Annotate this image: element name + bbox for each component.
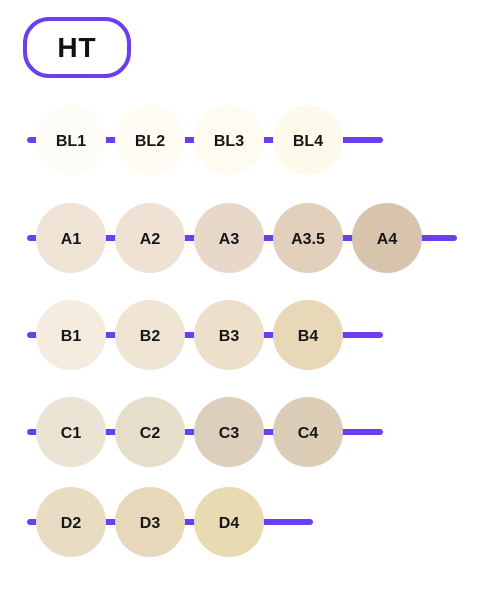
shade-label: A3: [219, 231, 240, 248]
shade-label: C1: [61, 425, 82, 442]
shade-swatch-a4: [352, 203, 422, 273]
shade-swatch-c2: [115, 397, 185, 467]
shade-swatch-a2: [115, 203, 185, 273]
shade-swatch-bl3: [194, 105, 264, 175]
shade-label: B2: [140, 328, 161, 345]
shade-swatch-c1: [36, 397, 106, 467]
shade-label: BL1: [56, 133, 86, 150]
shade-label: D4: [219, 515, 240, 532]
shade-row-bl: BL1 BL2 BL3 BL4: [27, 105, 383, 175]
shade-swatch-a3-5: [273, 203, 343, 273]
shade-swatch-b1: [36, 300, 106, 370]
shade-label: D3: [140, 515, 161, 532]
shade-swatch-b4: [273, 300, 343, 370]
shade-row-c: C1 C2 C3 C4: [27, 397, 383, 467]
shade-row-d: D2 D3 D4: [27, 487, 313, 557]
shade-swatch-c3: [194, 397, 264, 467]
shade-swatch-bl2: [115, 105, 185, 175]
shade-label: BL2: [135, 133, 165, 150]
shade-swatch-b3: [194, 300, 264, 370]
shade-swatch-a1: [36, 203, 106, 273]
shade-label: C4: [298, 425, 319, 442]
shade-swatch-d3: [115, 487, 185, 557]
shade-label: A4: [377, 231, 398, 248]
shade-label: C3: [219, 425, 240, 442]
shade-swatch-bl1: [36, 105, 106, 175]
shade-label: B1: [61, 328, 82, 345]
ht-badge: HT: [23, 17, 131, 78]
shade-label: BL4: [293, 133, 323, 150]
shade-label: A3.5: [291, 231, 325, 248]
shade-label: A1: [61, 231, 82, 248]
shade-label: BL3: [214, 133, 244, 150]
shade-label: B4: [298, 328, 319, 345]
shade-row-a: A1 A2 A3 A3.5 A4: [27, 203, 457, 273]
shade-row-b: B1 B2 B3 B4: [27, 300, 383, 370]
shade-swatch-d2: [36, 487, 106, 557]
shade-swatch-bl4: [273, 105, 343, 175]
shade-label: D2: [61, 515, 82, 532]
shade-swatch-d4: [194, 487, 264, 557]
shade-label: B3: [219, 328, 240, 345]
shade-swatch-b2: [115, 300, 185, 370]
shade-label: A2: [140, 231, 161, 248]
shade-label: C2: [140, 425, 161, 442]
shade-swatch-a3: [194, 203, 264, 273]
shade-swatch-c4: [273, 397, 343, 467]
